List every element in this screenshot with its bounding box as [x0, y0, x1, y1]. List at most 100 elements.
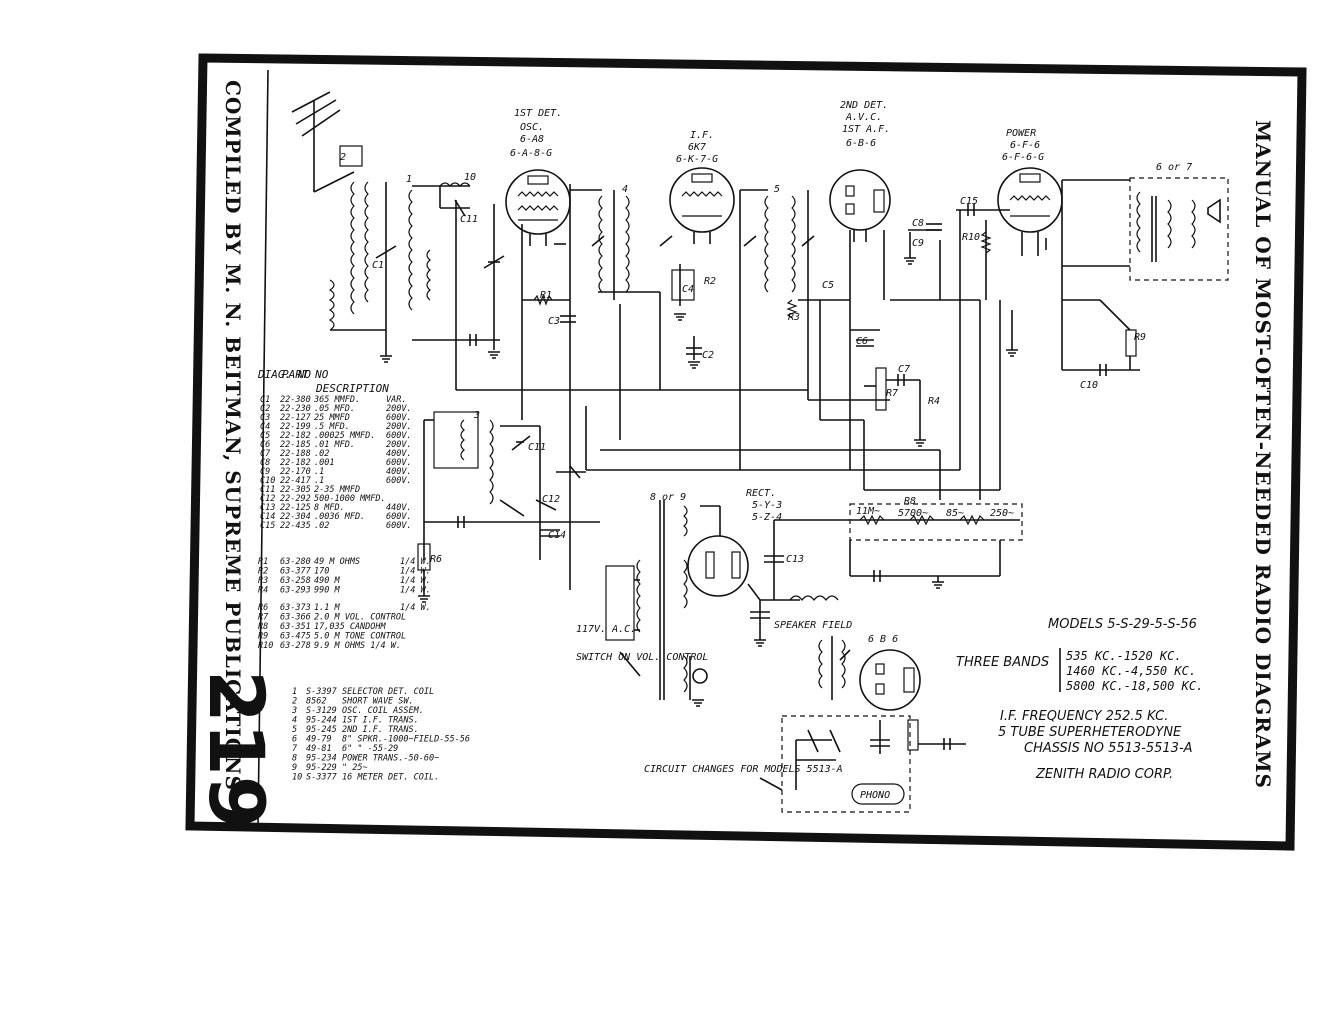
band-3: 5800 KC.-18,500 KC.: [1066, 679, 1203, 693]
svg-text:250~: 250~: [990, 508, 1014, 519]
table-cell-part: 22-304: [280, 512, 311, 522]
table-cell-part: 63-351: [280, 622, 311, 632]
table-cell-rating: 1/4 W.: [400, 603, 431, 613]
svg-text:A.V.C.: A.V.C.: [845, 112, 882, 123]
table-cell-description: 490 M: [314, 576, 340, 586]
svg-text:R4: R4: [928, 396, 940, 407]
tone-control: [1062, 299, 1140, 376]
table-cell-description: OSC. COIL ASSEM.: [342, 706, 424, 716]
table-cell-diag: R9: [258, 632, 268, 642]
table-cell-part: 22-292: [280, 494, 311, 504]
misc-labels: 117V. A.C. SWITCH ON VOL. CONTROL SPEAKE…: [576, 620, 890, 801]
table-cell-diag: C9: [260, 467, 270, 477]
svg-text:C1: C1: [372, 260, 384, 271]
table-cell-part: 95-229: [306, 763, 337, 773]
table-cell-diag: R4: [258, 586, 268, 596]
table-cell-diag: R7: [258, 613, 269, 623]
table-cell-diag: R8: [258, 622, 268, 632]
table-cell-description: 6" " -55-29: [342, 744, 398, 754]
table-cell-description: 5.0 M TONE CONTROL: [314, 632, 406, 642]
table-cell-diag: R10: [258, 641, 273, 651]
table-cell-description: .02: [314, 449, 329, 459]
table-cell-rating: 440V.: [386, 503, 412, 513]
table-cell-rating: 600V.: [386, 458, 412, 468]
maker: ZENITH RADIO CORP.: [1035, 767, 1173, 782]
svg-text:5-Z-4: 5-Z-4: [752, 512, 782, 523]
svg-text:85~: 85~: [946, 508, 964, 519]
table-cell-description: SELECTOR DET. COIL: [342, 687, 434, 697]
tube-label-tone: 6 B 6: [868, 634, 898, 645]
svg-text:R9: R9: [1134, 332, 1146, 343]
table-cell-part: 22-125: [280, 503, 311, 513]
table-cell-part: S-3377: [306, 773, 338, 783]
table-cell-description: .0036 MFD.: [314, 512, 365, 522]
svg-text:5: 5: [774, 184, 780, 195]
table-cell-description: SHORT WAVE SW.: [342, 697, 414, 707]
svg-text:OSC.: OSC.: [520, 122, 544, 133]
svg-text:R8: R8: [904, 496, 916, 507]
table-cell-rating: 1/4 W.: [400, 576, 431, 586]
svg-text:R6: R6: [430, 554, 442, 565]
svg-text:C4: C4: [682, 284, 694, 295]
table-cell-part: 22-188: [280, 449, 311, 459]
table-cell-item: 6: [292, 735, 297, 745]
svg-text:6-A-8-G: 6-A-8-G: [510, 148, 552, 159]
table-cell-part: S-3129: [306, 706, 337, 716]
svg-text:C12: C12: [542, 494, 560, 505]
table-cell-part: 22-305: [280, 485, 311, 495]
table-cell-diag: C13: [260, 503, 275, 513]
table-cell-part: 49-81: [306, 744, 332, 754]
table-cell-rating: 1/4 W.: [400, 586, 431, 596]
table-cell-rating: 600V.: [386, 431, 412, 441]
if-transformer-5: [739, 189, 850, 470]
table-cell-rating: 400V.: [386, 467, 412, 477]
tube-1st-det: [505, 169, 576, 590]
table-cell-item: 8: [292, 754, 297, 764]
page-number: 219: [192, 670, 281, 829]
band-1: 535 KC.-1520 KC.: [1066, 649, 1182, 663]
svg-text:R2: R2: [704, 276, 716, 287]
table-cell-diag: C3: [260, 413, 270, 423]
svg-text:3: 3: [473, 410, 480, 421]
table-cell-description: 2.0 M VOL. CONTROL: [314, 613, 406, 623]
svg-text:C14: C14: [548, 530, 566, 541]
table-cell-description: 17,035 CANDOHM: [314, 622, 387, 632]
table-cell-diag: C11: [260, 485, 275, 495]
left-strip-divider: [257, 69, 269, 827]
speaker-output: [1062, 177, 1229, 281]
svg-text:6-B-6: 6-B-6: [846, 138, 876, 149]
svg-text:10: 10: [464, 172, 476, 183]
table-cell-description: 2-35 MMFD: [314, 485, 360, 495]
svg-text:C7: C7: [898, 364, 910, 375]
table-cell-part: 63-366: [280, 613, 311, 623]
svg-text:6-F-6-G: 6-F-6-G: [1002, 152, 1044, 163]
tube-count: 5 TUBE SUPERHETERODYNE: [998, 725, 1182, 740]
table-cell-part: 22-417: [280, 476, 312, 486]
table-cell-part: 63-280: [280, 557, 311, 567]
svg-text:4: 4: [622, 184, 628, 195]
table-cell-rating: 200V.: [386, 422, 412, 432]
table-cell-part: 95-245: [306, 725, 337, 735]
antenna-section: [291, 91, 505, 363]
bus-lines: [455, 200, 1001, 500]
table-cell-description: 8 MFD.: [314, 503, 345, 513]
table-cell-part: 63-293: [280, 586, 311, 596]
svg-text:I.F.: I.F.: [690, 130, 714, 141]
svg-text:C11: C11: [528, 442, 546, 453]
table-cell-part: 63-258: [280, 576, 311, 586]
svg-text:R7: R7: [886, 388, 898, 399]
table-cell-description: 8" SPKR.-1000~FIELD-55-56: [342, 735, 470, 745]
table-cell-description: 365 MMFD.: [313, 395, 360, 405]
chassis-number: CHASSIS NO 5513-5513-A: [1024, 741, 1193, 756]
bands-label: THREE BANDS: [956, 655, 1049, 670]
table-cell-diag: C10: [260, 476, 275, 486]
svg-text:6-K-7-G: 6-K-7-G: [676, 154, 718, 165]
table-cell-part: 63-373: [280, 603, 311, 613]
table-cell-part: S-3397: [306, 687, 338, 697]
table-cell-item: 10: [292, 773, 302, 783]
left-title: COMPILED BY M. N. BEITMAN, SUPREME PUBLI…: [221, 80, 245, 791]
model-info: MODELS 5-S-29-5-S-56 THREE BANDS 535 KC.…: [956, 617, 1203, 782]
tube-power: [956, 167, 1130, 370]
table-cell-description: 16 METER DET. COIL.: [342, 773, 439, 783]
